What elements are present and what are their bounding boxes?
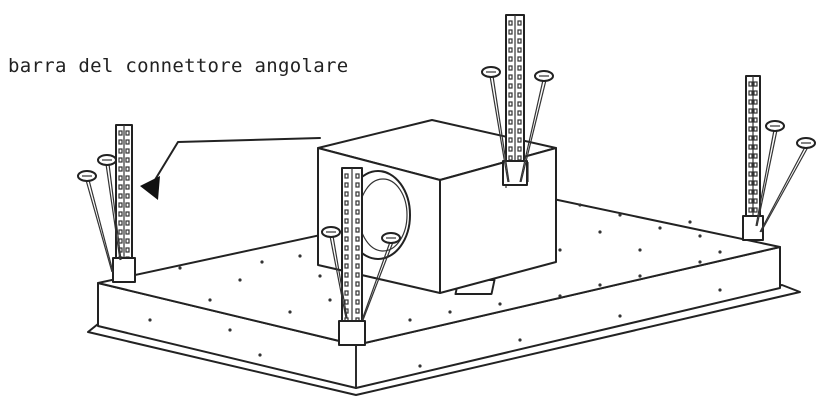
screw-icon bbox=[519, 70, 554, 183]
screw-icon bbox=[755, 120, 785, 227]
callout-leader bbox=[140, 137, 321, 200]
screw-icon bbox=[97, 154, 122, 261]
callout-arrow-icon bbox=[140, 176, 160, 200]
screw-icon bbox=[77, 170, 114, 273]
connector-bar bbox=[742, 75, 764, 241]
connector-bar bbox=[502, 14, 528, 186]
screw-icon bbox=[321, 226, 348, 319]
screw-icon bbox=[481, 66, 510, 183]
callout-label: barra del connettore angolare bbox=[8, 55, 349, 77]
connector-bar bbox=[112, 124, 136, 283]
corner-connector-bars bbox=[112, 14, 764, 346]
screws bbox=[77, 66, 816, 321]
rivet-dots bbox=[148, 203, 722, 368]
connector-bar bbox=[338, 167, 366, 346]
screw-icon bbox=[361, 232, 401, 321]
screw-icon bbox=[759, 137, 816, 233]
